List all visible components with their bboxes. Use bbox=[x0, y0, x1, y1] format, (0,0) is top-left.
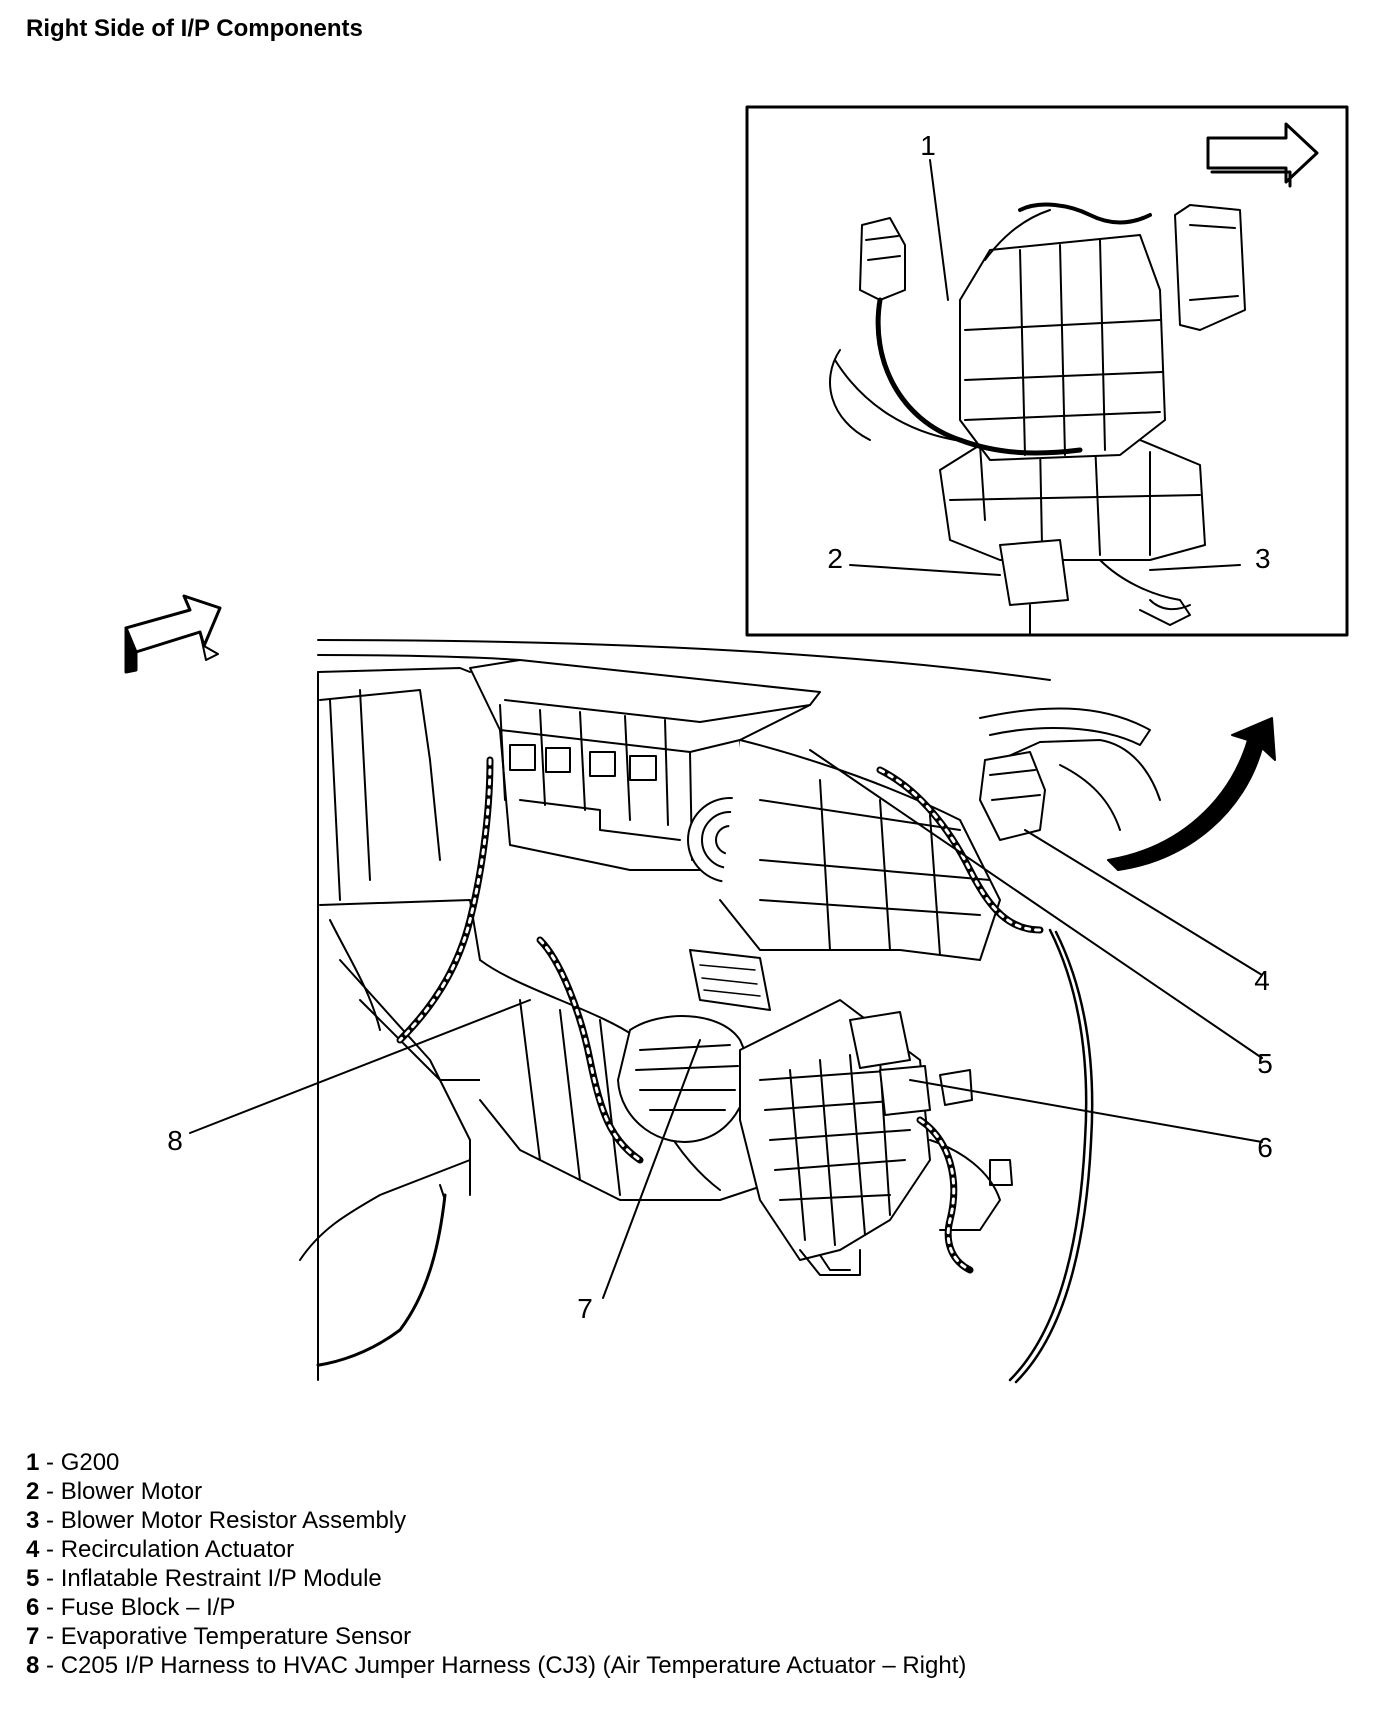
callout-leader-8 bbox=[189, 999, 531, 1134]
legend-text: Evaporative Temperature Sensor bbox=[60, 1623, 412, 1650]
callout-number-4: 4 bbox=[1254, 965, 1270, 996]
callout-leader-1 bbox=[929, 159, 949, 301]
inset-detail-view bbox=[745, 105, 1349, 637]
legend-text: C205 I/P Harness to HVAC Jumper Harness … bbox=[60, 1652, 967, 1679]
legend-number: 3 bbox=[26, 1507, 40, 1534]
legend-text: Recirculation Actuator bbox=[60, 1536, 295, 1563]
callout-leader-5 bbox=[809, 749, 1263, 1059]
legend-number: 8 bbox=[26, 1652, 40, 1679]
legend-separator: - bbox=[39, 1565, 61, 1592]
legend-number: 4 bbox=[26, 1536, 40, 1563]
legend-separator: - bbox=[39, 1449, 61, 1476]
legend-item: 1 - G200 bbox=[26, 1448, 966, 1477]
callout-number-7: 7 bbox=[577, 1293, 593, 1324]
direction-arrow-icon bbox=[1206, 122, 1319, 184]
instrument-panel-body bbox=[299, 639, 1161, 1381]
legend-separator: - bbox=[39, 1623, 61, 1650]
page-title: Right Side of I/P Components bbox=[26, 15, 363, 42]
callout-number-8: 8 bbox=[167, 1125, 183, 1156]
legend-separator: - bbox=[39, 1536, 61, 1563]
legend-separator: - bbox=[39, 1507, 61, 1534]
callout-number-5: 5 bbox=[1257, 1048, 1273, 1079]
legend-item: 8 - C205 I/P Harness to HVAC Jumper Harn… bbox=[26, 1651, 966, 1680]
callout-leader-7 bbox=[602, 1039, 701, 1299]
legend-item: 6 - Fuse Block – I/P bbox=[26, 1593, 966, 1622]
callout-number-1: 1 bbox=[920, 130, 936, 161]
rotation-arrow-icon bbox=[1107, 717, 1276, 871]
legend-item: 7 - Evaporative Temperature Sensor bbox=[26, 1622, 966, 1651]
component-legend: 1 - G200 2 - Blower Motor 3 - Blower Mot… bbox=[26, 1448, 966, 1680]
legend-item: 5 - Inflatable Restraint I/P Module bbox=[26, 1564, 966, 1593]
legend-item: 3 - Blower Motor Resistor Assembly bbox=[26, 1506, 966, 1535]
legend-separator: - bbox=[39, 1652, 61, 1679]
legend-number: 6 bbox=[26, 1594, 40, 1621]
legend-text: Blower Motor bbox=[60, 1478, 203, 1505]
legend-text: G200 bbox=[60, 1449, 120, 1476]
legend-number: 5 bbox=[26, 1565, 40, 1592]
legend-number: 1 bbox=[26, 1449, 40, 1476]
legend-number: 2 bbox=[26, 1478, 40, 1505]
callout-number-2: 2 bbox=[827, 543, 843, 574]
component-illustration: 1 2 3 4 5 6 7 8 bbox=[124, 105, 1349, 1384]
inset-hvac-module bbox=[829, 202, 1246, 636]
callout-leader-2 bbox=[849, 564, 1001, 576]
legend-text: Fuse Block – I/P bbox=[60, 1594, 236, 1621]
wiring-harness bbox=[396, 756, 1094, 1384]
forward-arrow-icon bbox=[124, 594, 222, 674]
legend-separator: - bbox=[39, 1594, 61, 1621]
legend-item: 2 - Blower Motor bbox=[26, 1477, 966, 1506]
legend-separator: - bbox=[39, 1478, 61, 1505]
callout-number-6: 6 bbox=[1257, 1132, 1273, 1163]
legend-text: Inflatable Restraint I/P Module bbox=[60, 1565, 382, 1592]
callout-leader-3 bbox=[1149, 564, 1241, 571]
legend-text: Blower Motor Resistor Assembly bbox=[60, 1507, 407, 1534]
callout-number-3: 3 bbox=[1255, 543, 1271, 574]
legend-item: 4 - Recirculation Actuator bbox=[26, 1535, 966, 1564]
callout-leader-4 bbox=[1024, 829, 1263, 976]
legend-number: 7 bbox=[26, 1623, 40, 1650]
callout-leader-6 bbox=[909, 1079, 1263, 1143]
